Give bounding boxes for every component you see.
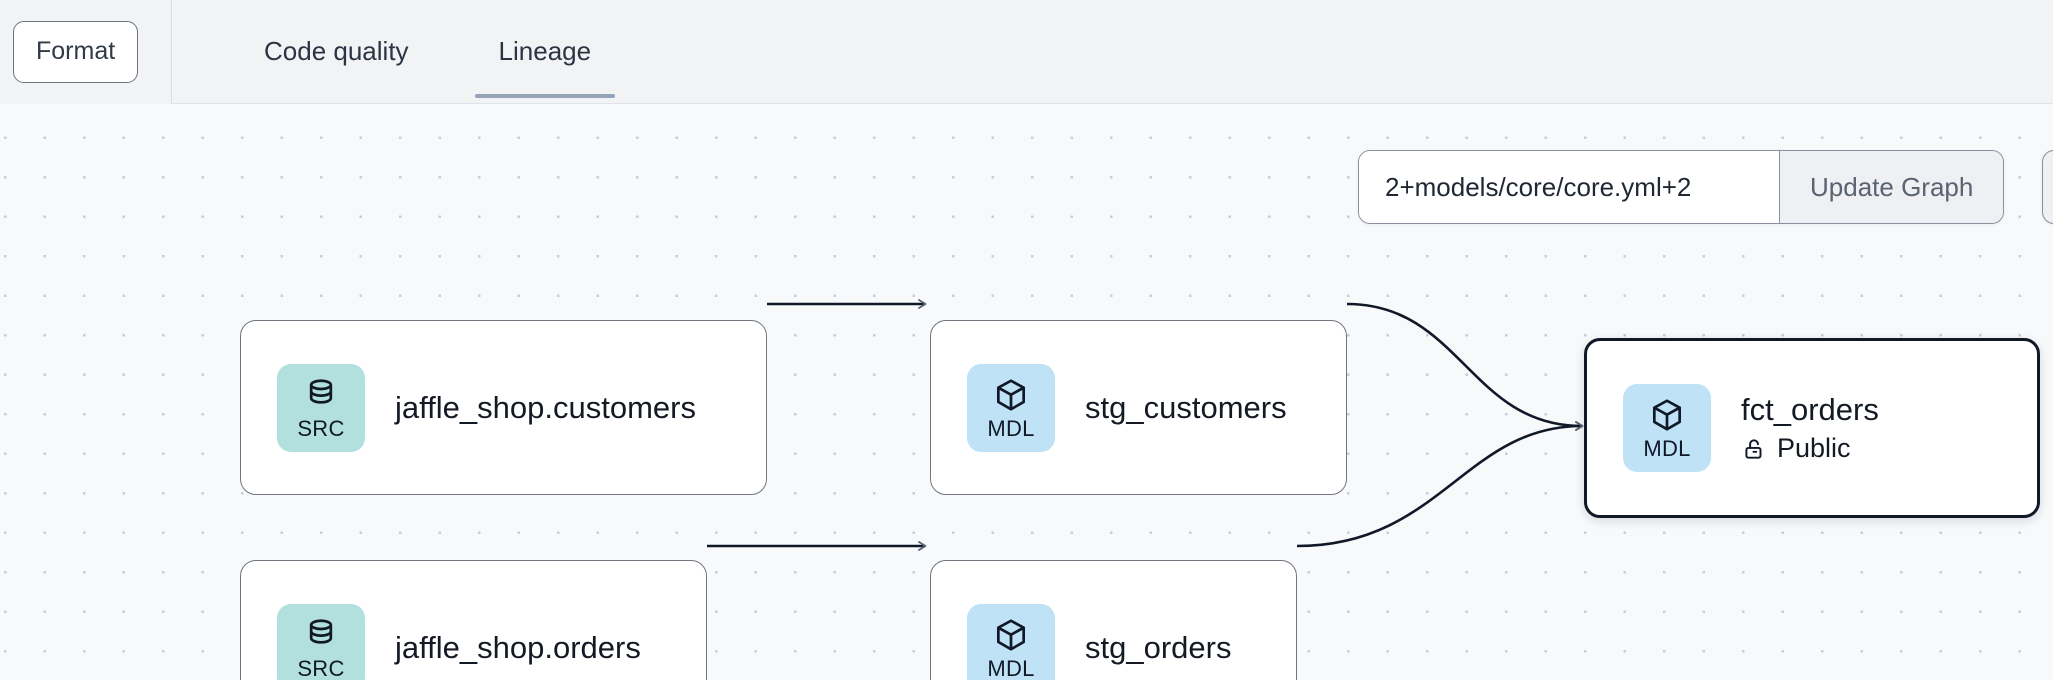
node-title: fct_orders (1741, 391, 1879, 427)
badge-mdl-label: MDL (987, 415, 1035, 441)
tab-lineage[interactable]: Lineage (474, 0, 616, 104)
lineage-node-jaffle-shop-customers[interactable]: SRC jaffle_shop.customers (240, 320, 767, 495)
cube-icon (996, 618, 1026, 651)
badge-src: SRC (277, 363, 365, 452)
unlock-icon (1745, 439, 1762, 459)
database-icon (309, 618, 333, 644)
lineage-node-stg-customers[interactable]: MDL stg_customers (930, 320, 1347, 495)
node-title: jaffle_shop.customers (395, 389, 696, 425)
badge-src-label: SRC (297, 655, 345, 680)
node-access-label: Public (1777, 433, 1851, 464)
lineage-canvas[interactable]: SRC jaffle_shop.customers SRC jaffle_sho… (0, 104, 2053, 680)
node-body: stg_orders (1085, 630, 1231, 666)
badge-mdl: MDL (967, 363, 1055, 452)
graph-side-control[interactable] (2042, 150, 2053, 224)
tab-code-quality-label: Code quality (264, 36, 409, 66)
node-body: jaffle_shop.orders (395, 630, 641, 666)
node-title: stg_orders (1085, 629, 1232, 665)
node-body: stg_customers (1085, 390, 1287, 426)
cube-icon (1652, 399, 1682, 431)
editor-toolbar: Format Code quality Lineage (0, 0, 2053, 104)
badge-src: SRC (277, 603, 365, 680)
node-title: stg_customers (1085, 389, 1287, 425)
database-icon (309, 378, 333, 404)
update-graph-button[interactable]: Update Graph (1779, 151, 2004, 223)
badge-mdl-label: MDL (987, 655, 1035, 680)
lineage-node-fct-orders[interactable]: MDL fct_orders Public (1584, 338, 2040, 518)
tab-bar: Code quality Lineage (172, 0, 657, 104)
node-body: fct_orders Public (1741, 392, 1879, 465)
lineage-node-jaffle-shop-orders[interactable]: SRC jaffle_shop.orders (240, 560, 707, 680)
graph-selector-group: Update Graph (1358, 150, 2005, 224)
cube-icon (996, 378, 1026, 411)
node-access: Public (1741, 433, 1879, 464)
badge-mdl-label: MDL (1643, 436, 1691, 461)
badge-mdl: MDL (1623, 384, 1711, 472)
edge-stg-customers-to-fct-orders (1346, 302, 1584, 431)
graph-selector-input[interactable] (1359, 151, 1779, 223)
tab-lineage-label: Lineage (498, 36, 592, 66)
tab-code-quality[interactable]: Code quality (240, 0, 433, 104)
lineage-node-stg-orders[interactable]: MDL stg_orders (930, 560, 1297, 680)
badge-mdl: MDL (967, 603, 1055, 680)
format-button[interactable]: Format (13, 20, 139, 83)
badge-src-label: SRC (297, 415, 345, 441)
node-title: jaffle_shop.orders (395, 629, 641, 665)
format-zone: Format (0, 0, 172, 104)
node-body: jaffle_shop.customers (395, 390, 696, 426)
